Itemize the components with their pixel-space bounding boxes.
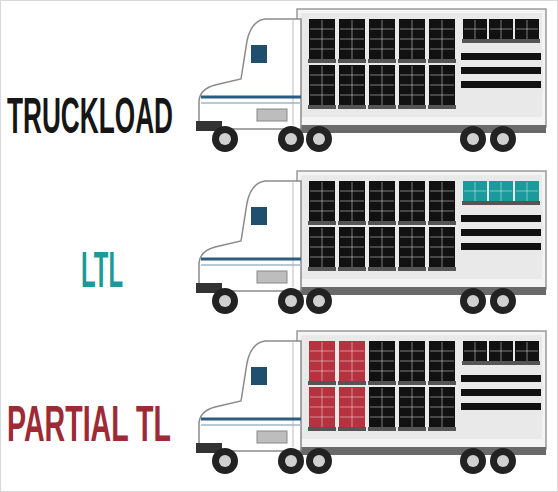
truck-type-label: PARTIAL TL [7, 399, 171, 449]
truck-ltl [196, 171, 546, 314]
ltl-pallets [462, 181, 540, 205]
truck-type-label: TRUCKLOAD [7, 91, 173, 141]
truck-type-label: LTL [81, 245, 123, 295]
partial-pallets [308, 341, 366, 431]
truck-partial [196, 331, 546, 474]
truck-full [196, 9, 546, 152]
